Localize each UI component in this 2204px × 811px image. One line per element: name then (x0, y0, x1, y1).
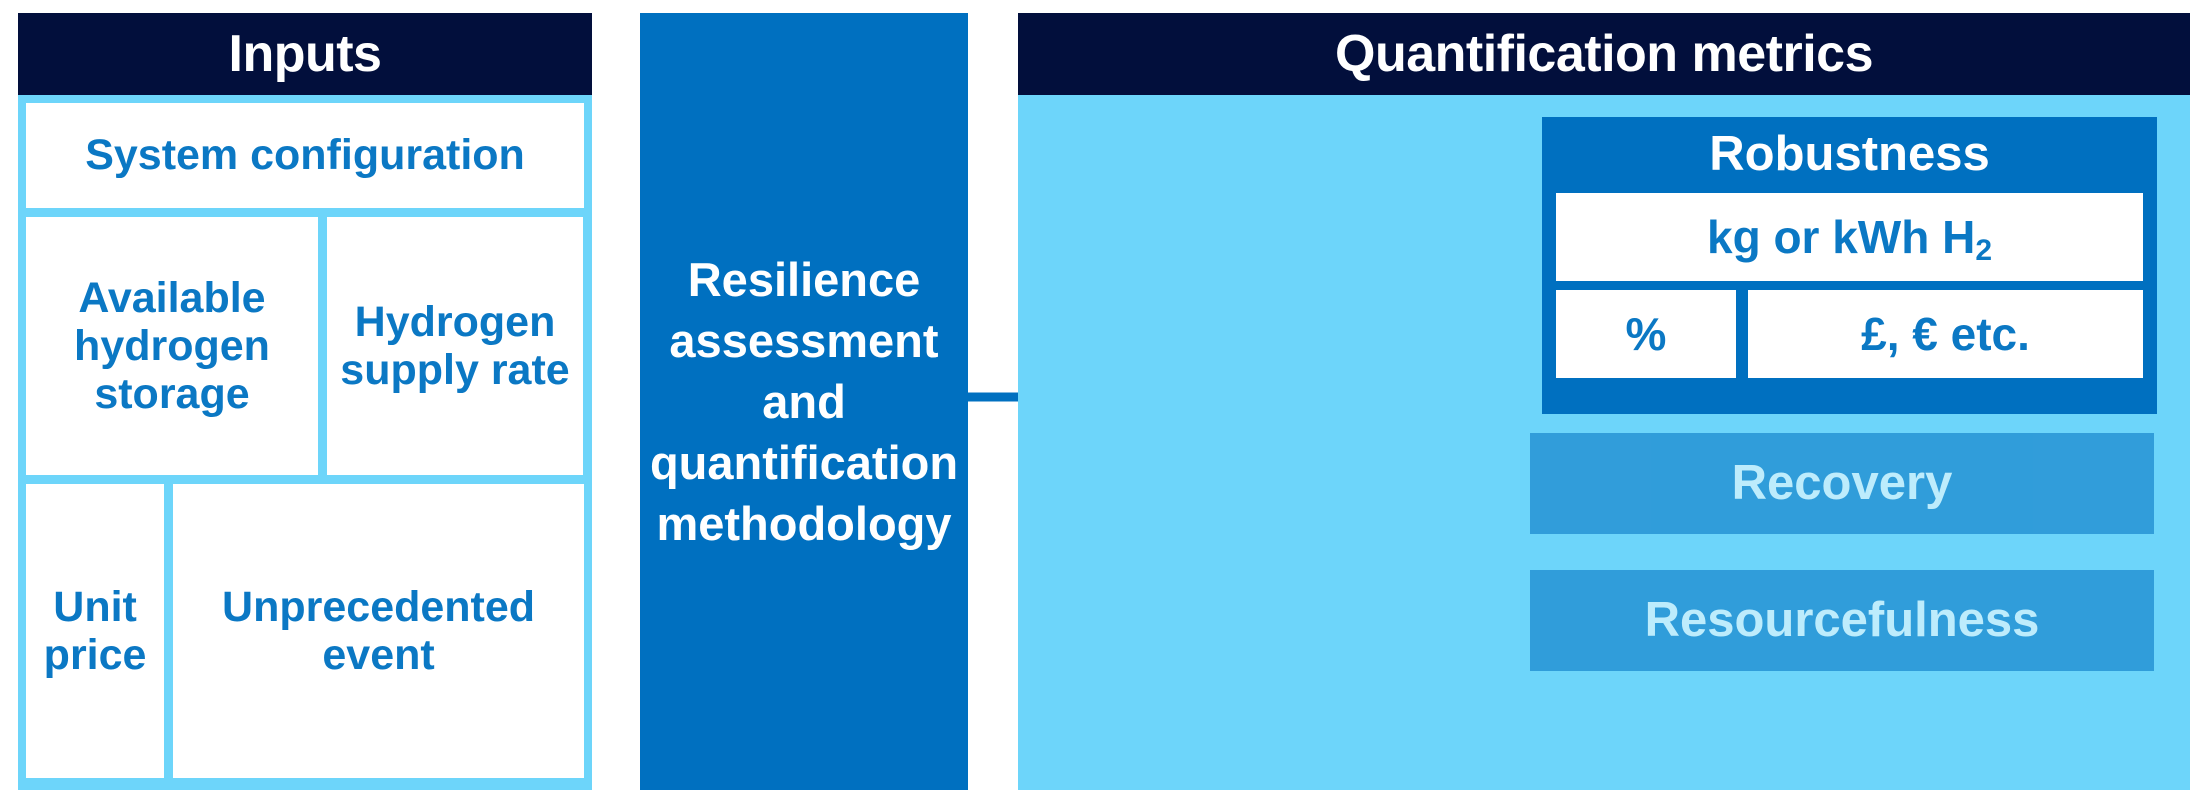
input-box-hydrogen-supply-rate[interactable]: Hydrogen supply rate (327, 217, 583, 475)
inputs-row-storage-supply: Available hydrogen storage Hydrogen supp… (26, 217, 584, 475)
metric-label-robustness: Robustness (1709, 127, 1990, 181)
input-box-available-hydrogen-storage[interactable]: Available hydrogen storage (26, 217, 318, 475)
inputs-body: System configuration Available hydrogen … (18, 95, 592, 790)
metric-label-resourcefulness: Resourcefulness (1644, 593, 2040, 647)
input-label-available-hydrogen-storage: Available hydrogen storage (74, 273, 270, 419)
input-label-unit-price: Unit price (43, 582, 147, 679)
unit-label-mass-energy: kg or kWh H2 (1706, 210, 1993, 267)
quantification-metrics-header-label: Quantification metrics (1335, 25, 1874, 83)
metric-box-recovery[interactable]: Recovery (1530, 433, 2154, 534)
metric-label-recovery: Recovery (1731, 456, 1953, 510)
input-box-system-configuration[interactable]: System configuration (26, 103, 584, 208)
quantification-metrics-header: Quantification metrics (1018, 13, 2190, 95)
input-box-unprecedented-event[interactable]: Unprecedented event (173, 484, 584, 778)
inputs-header-label: Inputs (228, 25, 382, 83)
unit-label-percent: % (1625, 308, 1667, 360)
input-label-hydrogen-supply-rate: Hydrogen supply rate (340, 297, 570, 394)
unit-box-percent[interactable]: % (1556, 290, 1736, 378)
inputs-panel: Inputs System configuration Available hy… (18, 13, 592, 790)
unit-label-mass-energy-text: kg or kWh H (1706, 211, 1976, 263)
unit-label-currency: £, € etc. (1861, 308, 2030, 360)
input-label-system-configuration: System configuration (85, 131, 525, 180)
inputs-row-price-event: Unit price Unprecedented event (26, 484, 584, 778)
inputs-header: Inputs (18, 13, 592, 95)
methodology-panel: Resilience assessment and quantification… (640, 13, 968, 790)
unit-box-mass-energy[interactable]: kg or kWh H2 (1556, 193, 2143, 281)
input-label-unprecedented-event: Unprecedented event (222, 582, 536, 679)
unit-row-percent-currency: % £, € etc. (1556, 290, 2143, 378)
unit-box-currency[interactable]: £, € etc. (1748, 290, 2143, 378)
metric-box-robustness[interactable]: Robustness kg or kWh H2 % £, € etc. (1542, 117, 2157, 414)
quantification-metrics-body: Robustness kg or kWh H2 % £, € etc. Reco… (1018, 95, 2190, 790)
unit-label-mass-energy-subscript: 2 (1975, 234, 1993, 267)
input-box-unit-price[interactable]: Unit price (26, 484, 165, 778)
quantification-metrics-panel: Quantification metrics Robustness kg or … (1018, 13, 2190, 790)
metric-box-resourcefulness[interactable]: Resourcefulness (1530, 570, 2154, 671)
methodology-label: Resilience assessment and quantification… (649, 252, 959, 551)
